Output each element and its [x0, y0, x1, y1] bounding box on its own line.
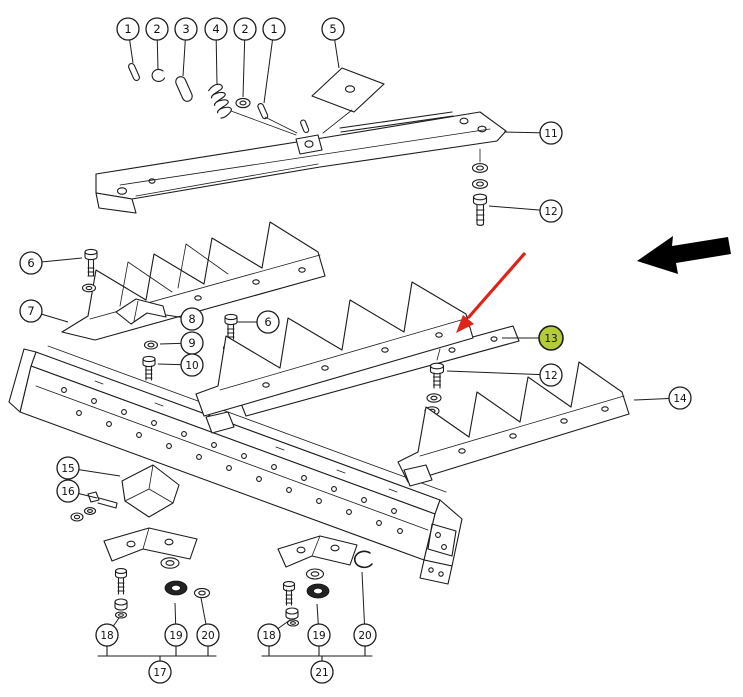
callout-19[interactable] — [164, 623, 188, 647]
bracket-lines-17 — [97, 645, 217, 662]
callout-label: 5 — [329, 22, 336, 36]
callout-20[interactable] — [196, 623, 220, 647]
callout-label: 19 — [312, 630, 325, 642]
red-pointer-arrow — [456, 251, 527, 333]
callout-label: 13 — [544, 333, 557, 345]
callout-18[interactable] — [257, 623, 281, 647]
callout-label: 17 — [153, 667, 166, 679]
fastener-group-17 — [97, 527, 217, 662]
leader-line-1 — [263, 28, 275, 104]
direction-arrow — [637, 236, 731, 274]
clamp-group — [70, 464, 180, 522]
leader-line-12 — [446, 370, 552, 376]
part-20-washer-left — [193, 587, 211, 599]
fastener-group-21 — [261, 535, 373, 662]
callout-label: 7 — [27, 304, 34, 318]
callout-19[interactable] — [307, 623, 331, 647]
part-1-pin-b — [257, 102, 269, 120]
callout-label: 18 — [100, 630, 113, 642]
callout-label: 10 — [185, 360, 198, 372]
bracket-plate-17 — [103, 527, 198, 562]
callout-18[interactable] — [95, 623, 119, 647]
callout-12[interactable] — [539, 363, 563, 387]
callout-6[interactable] — [19, 251, 43, 275]
callout-2[interactable] — [233, 17, 257, 41]
part-11-knife-head-rail — [95, 111, 507, 214]
callout-label: 19 — [169, 630, 182, 642]
callout-3[interactable] — [174, 17, 198, 41]
part-4-spring — [208, 83, 232, 119]
part-6-bolt-left — [81, 248, 98, 293]
callout-17[interactable] — [148, 660, 172, 684]
part-18-bolt-left — [114, 568, 128, 619]
part-15-clamp — [121, 464, 180, 518]
part-18-bolt-mid — [282, 581, 300, 627]
callout-12[interactable] — [539, 199, 563, 223]
callout-label: 2 — [241, 22, 248, 36]
pivot-pin — [300, 119, 310, 134]
callout-5[interactable] — [321, 17, 345, 41]
callout-13-highlighted[interactable] — [538, 325, 564, 351]
callout-label: 16 — [61, 486, 75, 498]
callout-8[interactable] — [180, 307, 204, 331]
callout-1[interactable] — [262, 17, 286, 41]
callout-4[interactable] — [204, 17, 228, 41]
callout-11[interactable] — [539, 121, 563, 145]
callout-label: 12 — [544, 370, 557, 382]
callout-7[interactable] — [19, 299, 43, 323]
part-12-bolt-washers-top — [471, 148, 489, 226]
part-3-pin — [175, 76, 193, 102]
callout-1[interactable] — [116, 17, 140, 41]
cutter-bar-holes — [61, 387, 403, 534]
callout-label: 14 — [673, 393, 687, 405]
part-5-plate — [311, 67, 385, 113]
callout-14[interactable] — [668, 386, 692, 410]
knife-section-right — [397, 361, 630, 487]
callout-label: 1 — [270, 22, 277, 36]
part-20-circlip — [354, 550, 373, 569]
part-9-washer — [143, 340, 159, 350]
part-19-bushing-mid — [305, 568, 330, 599]
callout-2[interactable] — [145, 17, 169, 41]
callout-label: 20 — [201, 630, 214, 642]
callout-label: 6 — [27, 256, 34, 270]
part-2-washer — [235, 97, 251, 109]
callout-label: 21 — [315, 667, 328, 679]
callout-label: 1 — [124, 22, 131, 36]
part-10-bolt — [142, 355, 156, 381]
callout-label: 6 — [264, 315, 271, 329]
callout-label: 4 — [212, 22, 219, 36]
top-hardware — [128, 62, 385, 136]
callout-label: 9 — [188, 336, 195, 350]
callout-label: 3 — [182, 22, 189, 36]
callout-label: 20 — [358, 630, 371, 642]
part-16-bolt — [70, 491, 118, 522]
part-8-clip — [115, 298, 167, 325]
callout-6[interactable] — [256, 310, 280, 334]
part-1-pin — [128, 62, 140, 82]
bracket-lines-21 — [261, 645, 373, 662]
callout-label: 2 — [153, 22, 160, 36]
rail-pivot-bracket — [295, 134, 323, 155]
part-19-bushing-left — [160, 557, 188, 596]
callout-label: 11 — [544, 128, 557, 140]
callout-10[interactable] — [180, 353, 204, 377]
callout-16[interactable] — [56, 479, 80, 503]
callout-15[interactable] — [56, 456, 80, 480]
knife-section-middle — [195, 281, 520, 434]
part-2-circlip — [151, 68, 166, 82]
bracket-plate-21 — [277, 535, 358, 568]
cutter-bar — [8, 345, 463, 585]
callout-label: 8 — [188, 312, 195, 326]
callout-20[interactable] — [353, 623, 377, 647]
callout-label: 18 — [262, 630, 275, 642]
callout-label: 12 — [544, 206, 557, 218]
callout-21[interactable] — [310, 660, 334, 684]
callout-label: 15 — [61, 463, 74, 475]
